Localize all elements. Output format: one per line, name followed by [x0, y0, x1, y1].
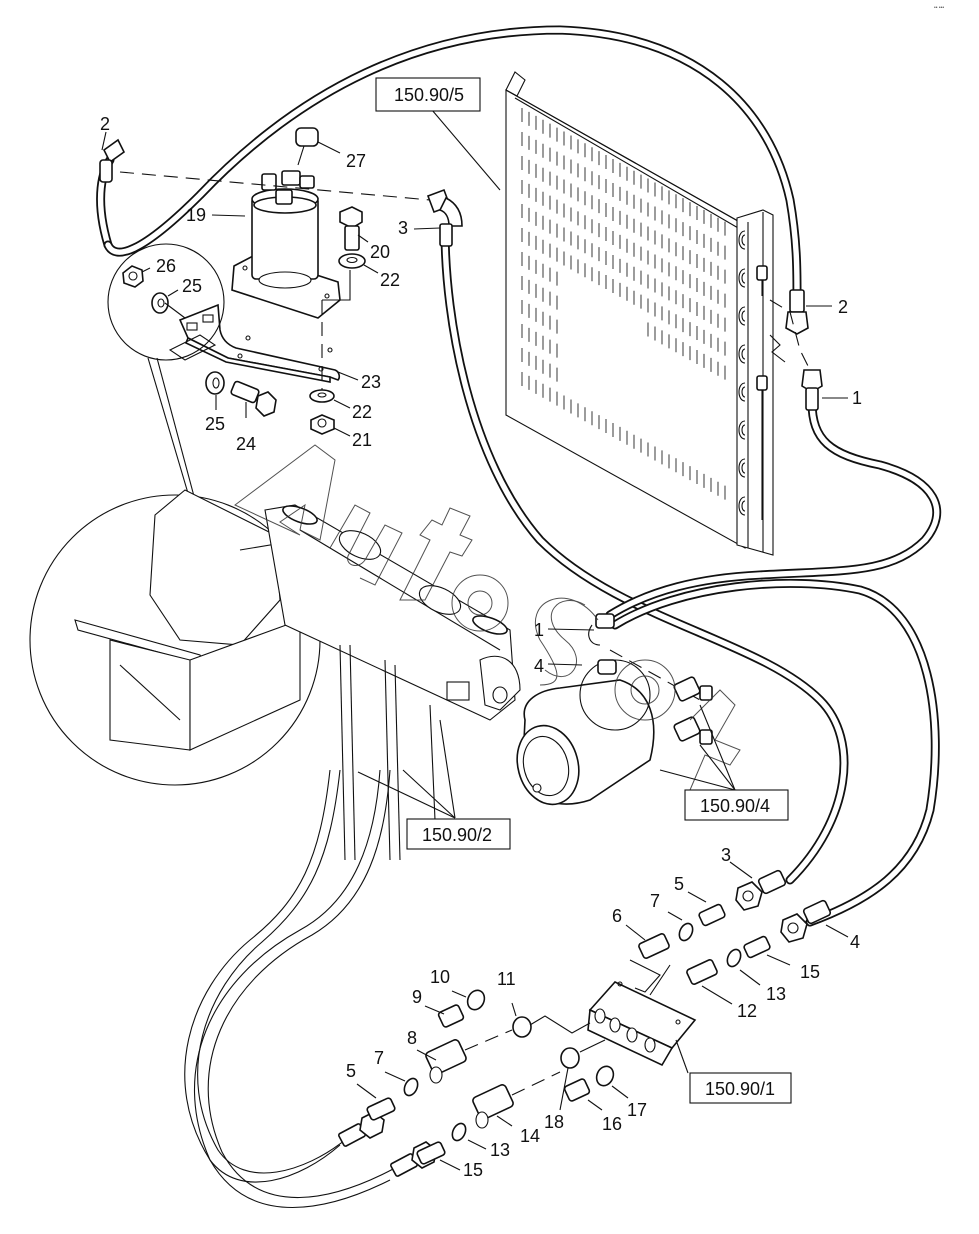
- condenser-tube-bend: [738, 458, 746, 478]
- callout-18: 18: [544, 1112, 564, 1132]
- assembly-lines: [119, 171, 811, 701]
- bolt-and-washers: [122, 206, 366, 435]
- callout-22: 22: [352, 402, 372, 422]
- callout-22: 22: [380, 270, 400, 290]
- ref-box-150-90-5[interactable]: 150.90/5: [375, 77, 481, 112]
- callout-12: 12: [737, 1001, 757, 1021]
- callout-23: 23: [361, 372, 381, 392]
- callout-11: 11: [497, 969, 516, 989]
- heater-unit: [264, 504, 521, 861]
- callout-labels: 2 27 19 3 20 22 26 25 23 25 24 22 21 2 1…: [100, 114, 862, 1180]
- callout-21: 21: [352, 430, 372, 450]
- callout-9: 9: [412, 987, 422, 1007]
- condenser-fitting-upper: [756, 265, 768, 281]
- callout-25: 25: [205, 414, 225, 434]
- callout-16: 16: [602, 1114, 622, 1134]
- condenser-tube-bend: [738, 382, 746, 402]
- ref-box-150-90-2[interactable]: 150.90/2: [406, 818, 511, 850]
- long-hoses-left: [184, 769, 437, 1209]
- callout-2: 2: [838, 297, 848, 317]
- callout-17: 17: [627, 1100, 647, 1120]
- callout-13: 13: [766, 984, 786, 1004]
- callout-14: 14: [520, 1126, 540, 1146]
- svg-text:150.90/2: 150.90/2: [422, 825, 492, 845]
- callout-4: 4: [534, 656, 544, 676]
- callout-20: 20: [370, 242, 390, 262]
- callout-6: 6: [612, 906, 622, 926]
- condenser-tube-bend: [738, 230, 746, 250]
- callout-24: 24: [236, 434, 256, 454]
- callout-8: 8: [407, 1028, 417, 1048]
- compressor: [516, 613, 713, 806]
- condenser: [505, 71, 774, 556]
- condenser-tube-bends: [738, 230, 746, 516]
- condenser-fitting-lower: [756, 375, 768, 391]
- svg-text:150.90/1: 150.90/1: [705, 1079, 775, 1099]
- callout-2: 2: [100, 114, 110, 134]
- callout-5: 5: [346, 1061, 356, 1081]
- receiver-drier: [231, 127, 341, 319]
- ref-box-150-90-4[interactable]: 150.90/4: [684, 789, 789, 821]
- condenser-fins: [521, 108, 726, 500]
- callout-1: 1: [534, 620, 544, 640]
- callout-10: 10: [430, 967, 450, 987]
- callout-19: 19: [186, 205, 206, 225]
- lower-connectors: [366, 869, 832, 1165]
- ref-box-150-90-1[interactable]: 150.90/1: [689, 1072, 792, 1104]
- callout-26: 26: [156, 256, 176, 276]
- svg-text:150.90/5: 150.90/5: [394, 85, 464, 105]
- callout-4: 4: [850, 932, 860, 952]
- callout-15: 15: [463, 1160, 483, 1180]
- callout-5: 5: [674, 874, 684, 894]
- cab-frame-detail: [29, 243, 321, 786]
- condenser-tube-bend: [738, 268, 746, 288]
- condenser-tube-bend: [738, 344, 746, 364]
- condenser-tube-bend: [738, 306, 746, 326]
- condenser-tube-bend: [738, 496, 746, 516]
- condenser-tube-bend: [738, 420, 746, 440]
- corner-mark: •• •••: [934, 5, 944, 11]
- callout-3: 3: [398, 218, 408, 238]
- watermark: [234, 444, 741, 791]
- callout-1: 1: [852, 388, 862, 408]
- callout-7: 7: [650, 891, 660, 911]
- svg-text:150.90/4: 150.90/4: [700, 796, 770, 816]
- callout-3: 3: [721, 845, 731, 865]
- refrigerant-hoses: [96, 25, 942, 927]
- callout-25: 25: [182, 276, 202, 296]
- callout-15: 15: [800, 962, 820, 982]
- callout-27: 27: [346, 151, 366, 171]
- callout-7: 7: [374, 1048, 384, 1068]
- callout-13: 13: [490, 1140, 510, 1160]
